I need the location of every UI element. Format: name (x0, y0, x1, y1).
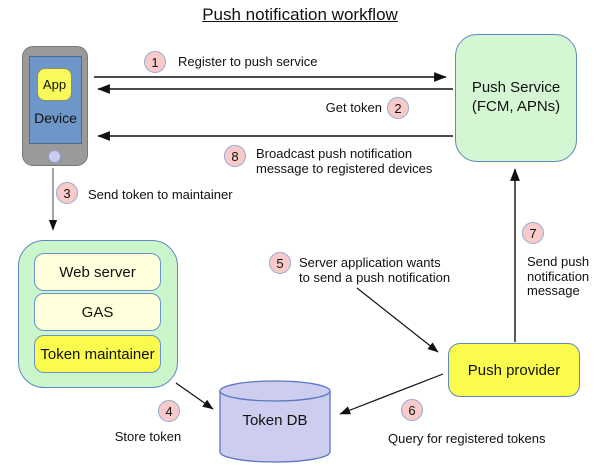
step-badge-6: 6 (401, 399, 423, 421)
step-badge-2: 2 (387, 97, 409, 119)
step-label-5: Server application wants to send a push … (299, 255, 451, 285)
push-provider-node: Push provider (448, 343, 580, 397)
step-badge-1: 1 (144, 51, 166, 73)
push-service-label: Push Service (FCM, APNs) (471, 79, 561, 115)
device-phone: App Device (22, 46, 88, 166)
step-label-8: Broadcast push notification message to r… (256, 146, 433, 176)
app-icon-label: App (42, 77, 67, 92)
step-badge-3: 3 (56, 182, 78, 204)
step-badge-8: 8 (224, 145, 246, 167)
step-label-6: Query for registered tokens (388, 431, 546, 446)
device-label: Device (34, 110, 77, 126)
gas-label: GAS (81, 303, 114, 321)
token-maintainer-label: Token maintainer (40, 345, 155, 363)
step-label-4: Store token (114, 429, 182, 444)
arrow-server-application-request (356, 287, 439, 353)
step-badge-5: 5 (269, 252, 291, 274)
web-server-label: Web server (59, 263, 136, 281)
gas-node: GAS (34, 293, 161, 331)
push-provider-label: Push provider (467, 361, 561, 379)
app-icon: App (37, 68, 72, 101)
arrow-store-token (175, 382, 214, 410)
page-title: Push notification workflow (202, 5, 398, 24)
step-label-1: Register to push service (178, 54, 318, 69)
step-badge-4: 4 (158, 400, 180, 422)
phone-home-button-icon (48, 150, 61, 163)
step-badge-7: 7 (522, 222, 544, 244)
push-service-node: Push Service (FCM, APNs) (455, 34, 577, 162)
step-label-2: Get token (325, 100, 382, 115)
step-label-3: Send token to maintainer (88, 187, 233, 202)
server-stack-node: Web server GAS Token maintainer (18, 240, 178, 388)
web-server-node: Web server (34, 253, 161, 291)
arrow-query-registered-tokens (339, 373, 444, 415)
step-label-7: Send push notification message (527, 254, 590, 299)
phone-screen: App Device (29, 56, 82, 144)
token-db-label: Token DB (242, 412, 308, 429)
token-maintainer-node: Token maintainer (34, 335, 161, 373)
